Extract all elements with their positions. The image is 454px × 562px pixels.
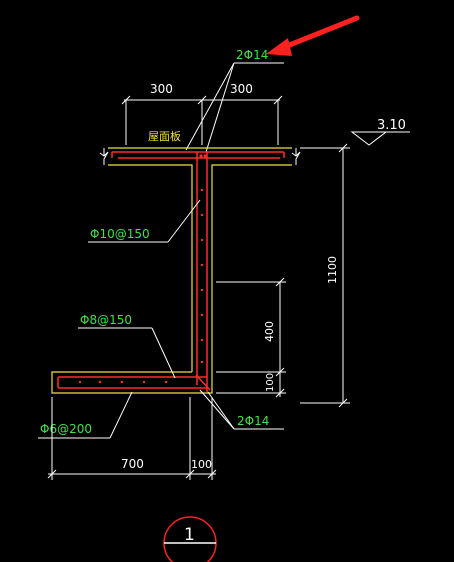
- top-dimension-line: [121, 95, 283, 145]
- elevation-value: 3.10: [377, 118, 406, 133]
- stirrup-base-note: Φ6@200: [40, 422, 92, 436]
- bottom-dimension-line: [47, 397, 217, 480]
- stirrup-corner-leader: [78, 327, 176, 379]
- roof-slab-outline: [108, 147, 292, 383]
- dim-height-lower: 400: [263, 321, 276, 342]
- dim-top-left: 300: [150, 82, 173, 96]
- section-mark-number: 1: [184, 525, 195, 545]
- dim-base-thickness: 100: [265, 373, 276, 392]
- dim-height-total: 1100: [326, 256, 339, 284]
- dimension-height-total-line: [300, 143, 350, 408]
- stirrup-wall-note: Φ10@150: [90, 227, 150, 241]
- callout-arrow: [266, 15, 360, 56]
- stirrup-wall-leader: [88, 199, 201, 243]
- stirrup-corner-note: Φ8@150: [80, 313, 132, 327]
- rebar-lines: [57, 151, 285, 392]
- dim-wall-thickness: 100: [191, 458, 212, 471]
- slab-break-marks: [99, 148, 301, 165]
- rebar-top-leader-a: [185, 62, 235, 151]
- rebar-top-leader-b: [205, 62, 235, 153]
- rebar-top-note: 2Φ14: [236, 48, 268, 62]
- dim-base-width: 700: [121, 457, 144, 471]
- dimension-height-lower-line: [216, 277, 286, 398]
- dim-top-right: 300: [230, 82, 253, 96]
- section-mark: [163, 516, 217, 562]
- rebar-bottom-note: 2Φ14: [237, 414, 269, 428]
- base-slab-outline: [51, 371, 213, 394]
- rebar-dots: [78, 154, 207, 384]
- slab-label: 屋面板: [148, 129, 181, 143]
- elevation-marker: [350, 131, 410, 146]
- stirrup-base-leader: [38, 391, 133, 439]
